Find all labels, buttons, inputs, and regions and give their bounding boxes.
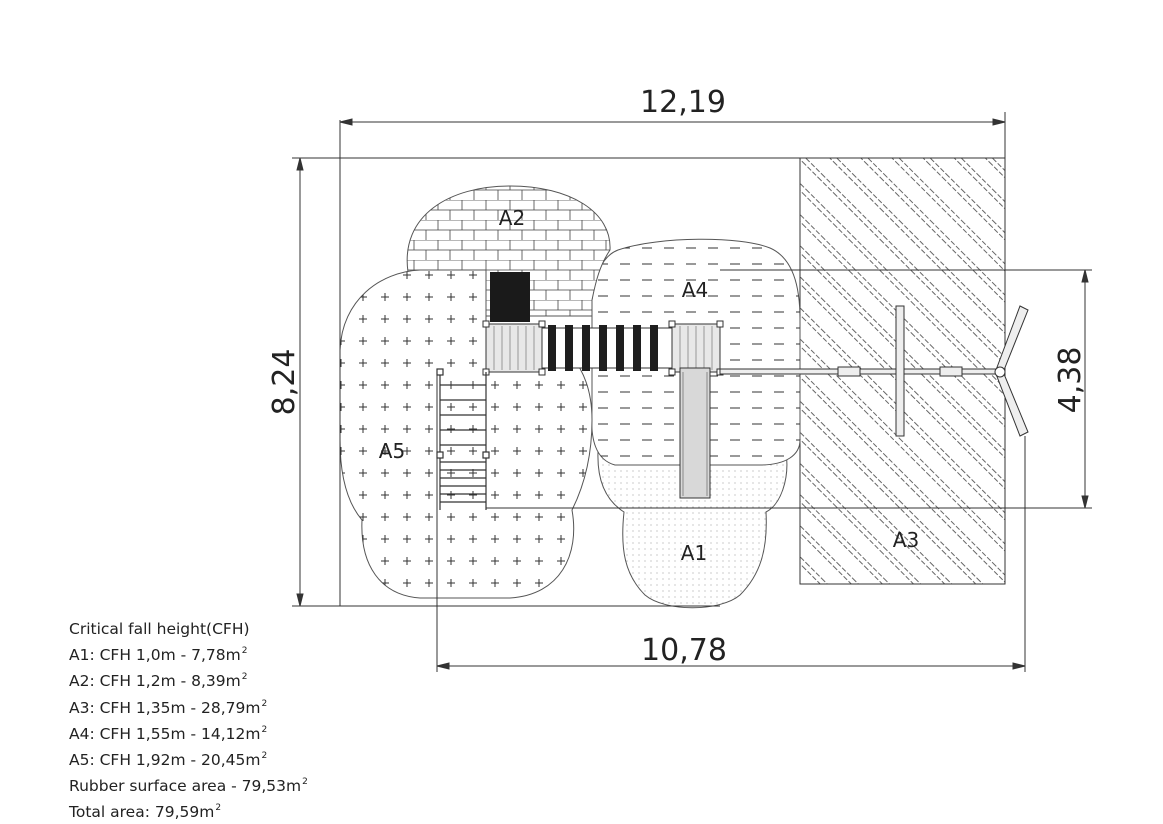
dimension-lines: [292, 112, 1092, 672]
legend: Critical fall height(CFH) A1: CFH 1,0m -…: [69, 618, 308, 824]
dimension-equipment-width: 10,78: [641, 633, 727, 668]
legend-row-rubber-area: Rubber surface area - 79,53m2: [69, 777, 308, 796]
slide: [679, 367, 711, 499]
legend-row-a2: A2: CFH 1,2m - 8,39m2: [69, 672, 248, 691]
legend-row-a4: A4: CFH 1,55m - 14,12m2: [69, 724, 268, 743]
area-a1-zone: [597, 451, 788, 609]
platform-bridge: [482, 320, 724, 376]
area-label-a2: A2: [499, 206, 525, 230]
area-label-a3: A3: [893, 528, 919, 552]
dimension-equipment-height: 4,38: [1053, 347, 1088, 414]
legend-row-total-area: Total area: 79,59m2: [69, 803, 222, 822]
ladder: [436, 368, 490, 510]
dimension-total-height: 8,24: [267, 349, 302, 416]
area-label-a5: A5: [379, 439, 405, 463]
dimension-total-width: 12,19: [640, 85, 726, 120]
area-label-a4: A4: [682, 278, 708, 302]
swing-beam: [719, 305, 1029, 437]
legend-row-a5: A5: CFH 1,92m - 20,45m2: [69, 751, 268, 770]
legend-title: Critical fall height(CFH): [69, 620, 250, 638]
area-label-a1: A1: [681, 541, 707, 565]
legend-row-a3: A3: CFH 1,35m - 28,79m2: [69, 698, 268, 717]
legend-row-a1: A1: CFH 1,0m - 7,78m2: [69, 646, 248, 665]
area-a5-zone: [339, 269, 593, 599]
tower-roof: [490, 272, 530, 322]
area-a2-zone: [406, 185, 611, 317]
